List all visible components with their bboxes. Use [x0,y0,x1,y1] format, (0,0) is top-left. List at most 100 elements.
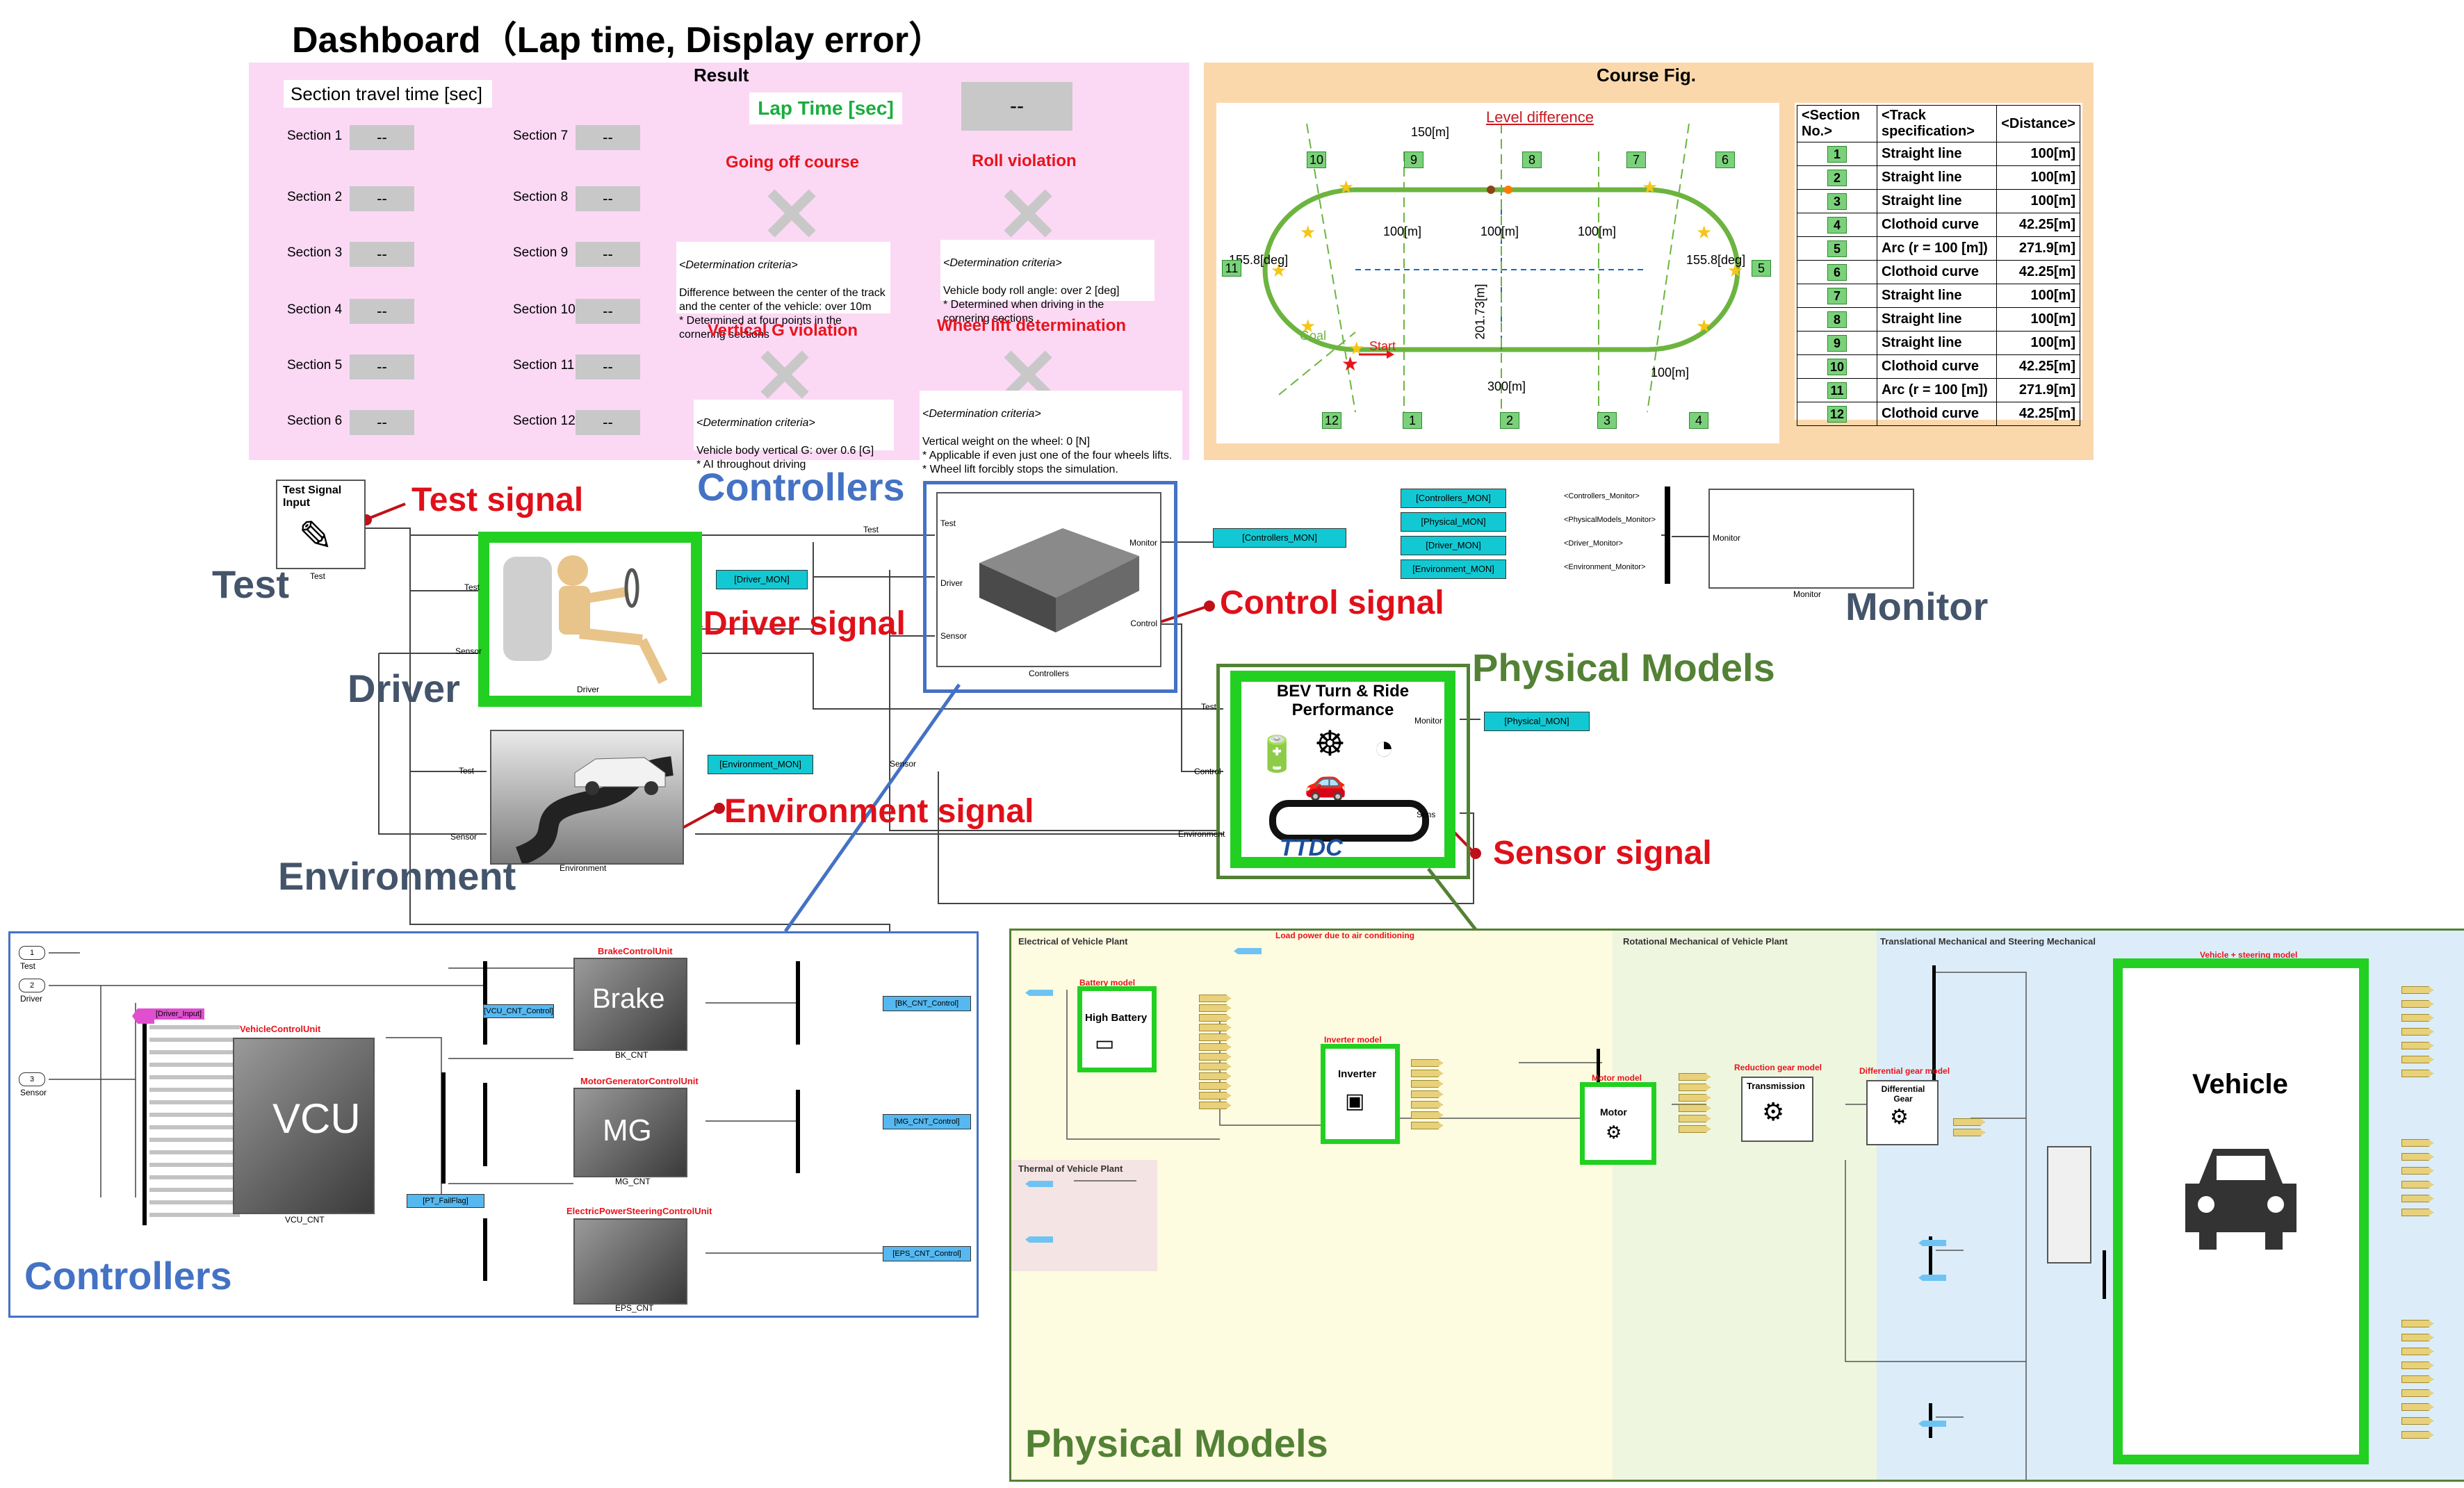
steering-block[interactable] [2047,1146,2091,1264]
motor-block[interactable]: Motor ⚙ [1580,1082,1656,1165]
track-number-left: 11 [1222,260,1241,277]
mg-block[interactable]: MG [573,1088,687,1177]
vertical-g-title: Vertical G violation [708,321,858,340]
section-no-cell: 6 [1797,260,1877,284]
monitor-block[interactable]: Monitor [1708,489,1914,589]
distance-cell: 42.25[m] [1996,213,2080,237]
table-header: <Track specification> [1876,105,1998,142]
dim-100c: 100[m] [1578,224,1617,238]
port-tag [1199,1063,1231,1070]
port-tag [1411,1080,1443,1088]
track-spec-cell: Straight line [1876,142,1998,166]
driver-block[interactable] [478,532,702,707]
track-number-box: 4 [1689,412,1708,429]
controllers-block[interactable]: Test Driver Sensor Monitor Control [936,492,1161,667]
section-no-cell: 8 [1797,307,1877,332]
physical-models-block[interactable]: BEV Turn & Ride Performance 🔋 ☸ ◔ 🚗 TTDC [1230,671,1455,868]
port-tag [1679,1073,1711,1081]
battery-block[interactable]: High Battery ▭ [1077,986,1157,1072]
wheel-lift-criteria-title: <Determination criteria> [922,408,1041,420]
battery-icon: 🔋 [1255,735,1299,774]
port-tag [1199,1102,1231,1109]
vcu-block[interactable]: VCU [233,1038,375,1214]
port-tag [2401,1320,2433,1327]
svg-text:★: ★ [1696,222,1712,243]
svg-text:★: ★ [1338,177,1354,197]
inport-oval: 1 [19,946,45,960]
vehicle-block[interactable]: Vehicle [2113,958,2369,1464]
eps-block[interactable] [573,1218,687,1305]
dim-100b: 100[m] [1480,224,1519,238]
port-tag [1411,1070,1443,1077]
thermal-zone [1011,1160,1157,1271]
brake-text: Brake [592,983,665,1014]
port-tag [1411,1111,1443,1119]
test-signal-block[interactable]: Test Signal Input ✎ [276,480,366,569]
physical-detail-label: Physical Models [1025,1421,1328,1465]
environment-signal-label: Environment signal [724,793,1034,830]
environment-label: Environment [278,854,516,898]
deg-left: 155.8[deg] [1229,253,1289,267]
track-icon [1269,800,1429,842]
track-number-box: 8 [1522,152,1542,168]
bev-title-line2: Performance [1291,701,1394,719]
port-tag [2401,1375,2433,1383]
port-tag [1679,1084,1711,1091]
monitor-label: Monitor [1845,584,1989,628]
port-tag [2401,1056,2433,1063]
section-no-badge: 11 [1827,382,1847,399]
dim-100d: 100[m] [1651,366,1690,379]
distance-cell: 100[m] [1996,189,2080,213]
inport-oval: 2 [19,979,45,992]
port-tag [2401,1209,2433,1216]
port-tag [1411,1090,1443,1098]
driver-mon-tag: [Driver_MON] [716,570,808,589]
thermal-label: Thermal of Vehicle Plant [1018,1163,1123,1174]
dim-150: 150[m] [1411,125,1450,139]
level-difference-label: Level difference [1486,108,1594,126]
section-label: Section 2 [287,190,343,204]
steering-wheel-icon: ☸ [1314,724,1346,763]
brake-block[interactable]: Brake [573,958,687,1051]
mg-caption: MG_CNT [615,1177,651,1186]
reduction-block[interactable]: Transmission ⚙ [1741,1077,1813,1142]
section-no-cell: 10 [1797,354,1877,379]
track-spec-cell: Straight line [1876,165,1998,190]
sensor-signal-label: Sensor signal [1493,835,1712,872]
diff-block[interactable]: Differential Gear ⚙ [1866,1080,1939,1145]
ctrl-wire-test: Test [863,525,879,534]
distance-cell: 42.25[m] [1996,402,2080,426]
test-block-caption: Test [310,571,326,581]
diff-gear-icon: ⚙ [1890,1106,1909,1129]
environment-block[interactable] [490,730,684,865]
translational-label: Translational Mechanical and Steering Me… [1880,936,2096,947]
controller-out-tag: [MG_CNT_Control] [883,1114,971,1129]
control-signal-label: Control signal [1220,584,1444,621]
port-tag [2401,986,2433,994]
track-spec-cell: Clothoid curve [1876,402,1998,426]
environment-caption: Environment [560,863,607,873]
section-label: Section 12 [513,414,576,428]
wheel-lift-criteria-text: Vertical weight on the wheel: 0 [N] * Ap… [922,436,1173,475]
controllers-caption: Controllers [1029,669,1070,678]
port-tag [1953,1118,1985,1126]
section-time-value: -- [350,125,414,150]
section-no-badge: 2 [1827,169,1847,186]
section-no-cell: 2 [1797,165,1877,190]
lap-time-label: Lap Time [sec] [749,92,902,124]
section-time-value: -- [350,354,414,379]
distance-cell: 100[m] [1996,331,2080,355]
test-block-title: Test Signal Input [283,484,342,509]
section-time-value: -- [576,299,640,324]
eps-title: ElectricPowerSteeringControlUnit [566,1206,712,1216]
reduction-text: Transmission [1747,1081,1805,1091]
distance-cell: 271.9[m] [1996,236,2080,261]
monitor-bus-label: <PhysicalModels_Monitor> [1564,516,1656,524]
section-no-badge: 1 [1827,145,1847,163]
pt-flag-tag: [PT_FailFlag] [407,1194,484,1208]
inverter-block[interactable]: Inverter ▣ [1321,1044,1400,1144]
section-time-value: -- [576,186,640,211]
